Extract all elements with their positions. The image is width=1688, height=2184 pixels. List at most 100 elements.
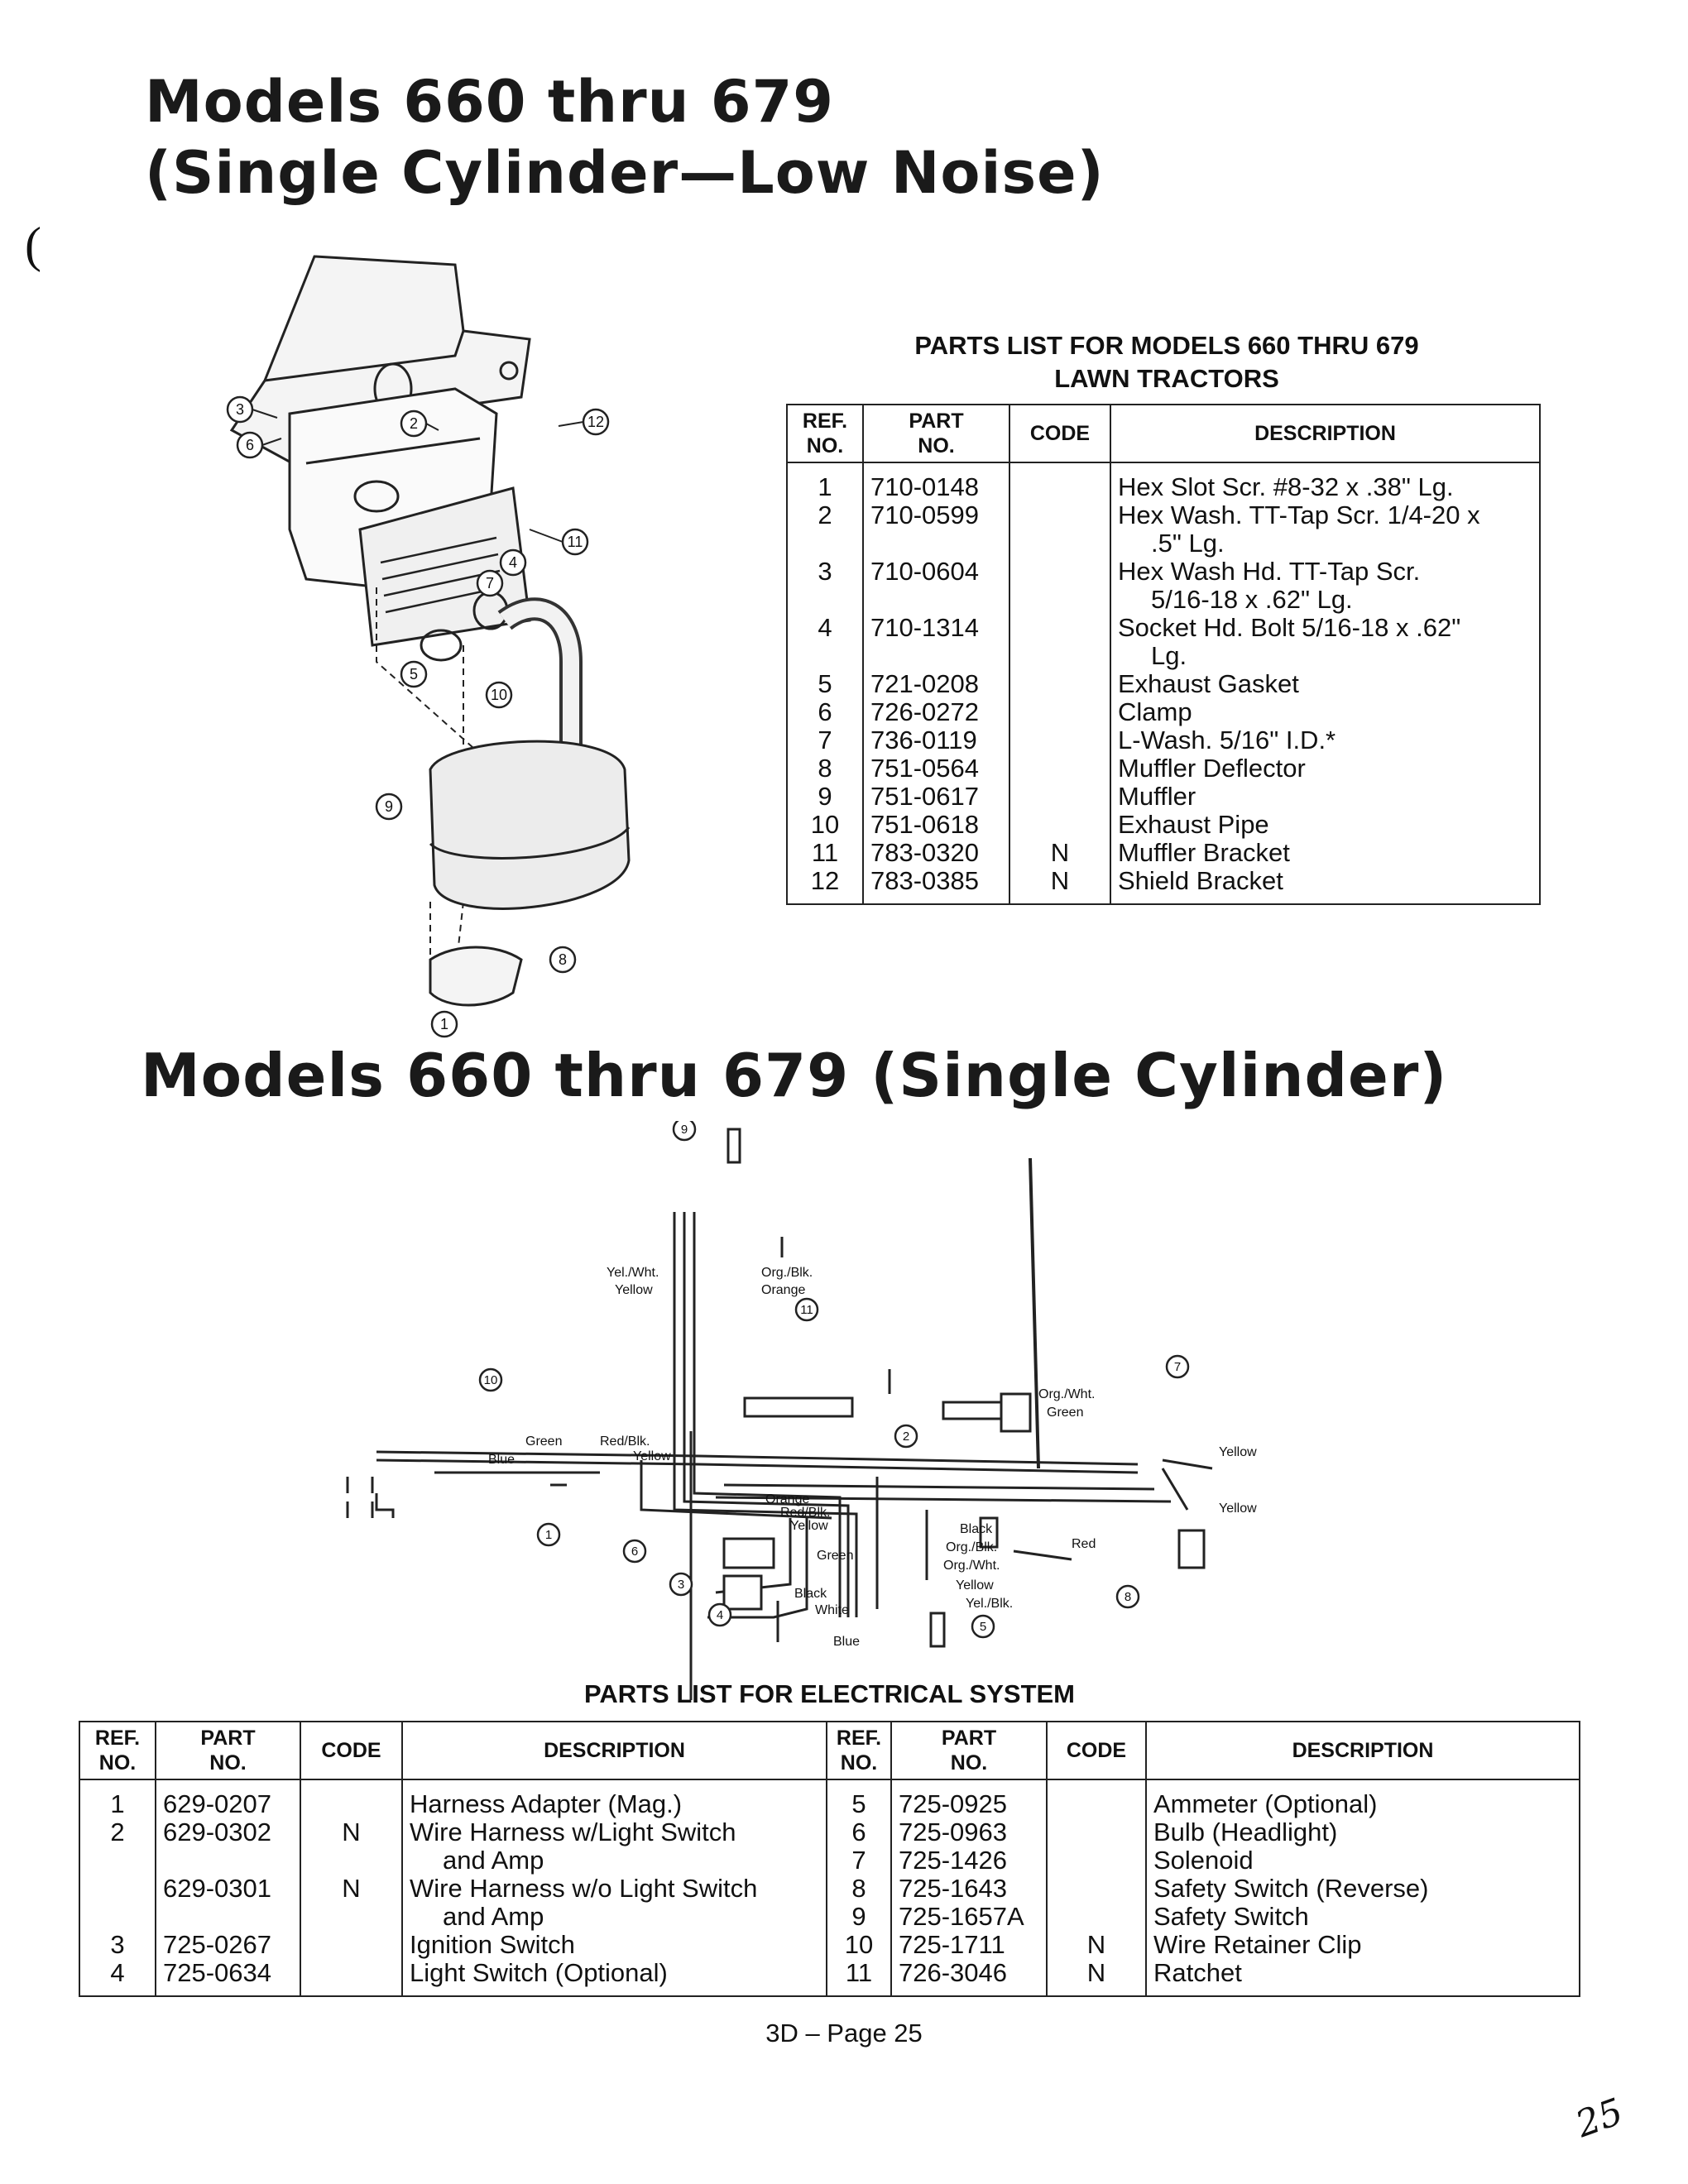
ref-no-cell: 3 [786, 558, 864, 614]
right-ref-no-cell: 5 [826, 1779, 892, 1818]
wire-label-yellow-right2: Yellow [1219, 1502, 1257, 1516]
description-line: Clamp [1118, 697, 1192, 726]
exhaust-parts-title-line1: PARTS LIST FOR MODELS 660 THRU 679 [914, 331, 1419, 360]
ref-no-cell: 2 [786, 501, 864, 558]
left-ref-no-cell [79, 1903, 156, 1931]
exhaust-callout-7: 7 [486, 575, 494, 592]
left-description-cell: and Amp [401, 1903, 827, 1931]
part-no-cell: 710-0604 [862, 558, 1010, 614]
wire-label-blue-left: Blue [488, 1453, 515, 1467]
header-ref-no: REF.NO. [786, 404, 864, 463]
right-part-no-cell: 725-1711 [890, 1931, 1048, 1959]
part-no-cell: 710-0599 [862, 501, 1010, 558]
wiring-callout-2: 2 [903, 1430, 909, 1444]
left-code-cell [300, 1779, 403, 1818]
part-no-cell: 783-0320 [862, 839, 1010, 867]
wire-label-yel-wht: Yel./Wht. [607, 1266, 659, 1280]
exhaust-exploded-diagram: 3 6 2 12 11 7 4 5 10 9 8 1 [226, 255, 631, 1038]
ref-no-cell: 11 [786, 839, 864, 867]
part-no-cell: 751-0564 [862, 754, 1010, 783]
header-description: DESCRIPTION [1110, 404, 1541, 463]
part-no-cell: 721-0208 [862, 670, 1010, 698]
code-cell: N [1009, 839, 1111, 867]
right-description-cell: Bulb (Headlight) [1145, 1818, 1580, 1846]
code-cell [1009, 811, 1111, 839]
code-cell: N [1009, 867, 1111, 905]
header-right-description: DESCRIPTION [1145, 1721, 1580, 1780]
description-continuation: Lg. [1151, 641, 1187, 670]
ref-no-cell: 1 [786, 462, 864, 501]
right-code-cell [1046, 1903, 1147, 1931]
wire-label-green-left: Green [525, 1434, 562, 1449]
part-no-cell: 751-0618 [862, 811, 1010, 839]
wiring-callout-1: 1 [545, 1528, 552, 1542]
left-ref-no-cell: 4 [79, 1959, 156, 1997]
electrical-parts-list-title: PARTS LIST FOR ELECTRICAL SYSTEM [583, 1679, 1076, 1708]
exhaust-callout-4: 4 [509, 554, 517, 571]
right-ref-no-cell: 7 [826, 1846, 892, 1875]
wiring-callout-8: 8 [1125, 1590, 1131, 1604]
description-line: Hex Wash. TT-Tap Scr. 1/4-20 x [1118, 500, 1480, 529]
description-line: Exhaust Gasket [1118, 669, 1299, 698]
left-part-no-cell: 725-0267 [155, 1931, 301, 1959]
wire-label-red-blk-mid: Red/Blk. [780, 1506, 830, 1520]
wire-label-yellow-right3: Yellow [956, 1578, 994, 1592]
ref-no-cell: 5 [786, 670, 864, 698]
wiring-callout-11: 11 [800, 1303, 813, 1317]
description-cell: Hex Slot Scr. #8-32 x .38" Lg. [1110, 462, 1541, 501]
left-code-cell [300, 1959, 403, 1997]
header-right-code: CODE [1046, 1721, 1147, 1780]
part-no-cell: 751-0617 [862, 783, 1010, 811]
right-ref-no-cell: 8 [826, 1875, 892, 1903]
description-line: Hex Slot Scr. #8-32 x .38" Lg. [1118, 472, 1454, 501]
description-cell: Exhaust Pipe [1110, 811, 1541, 839]
left-part-no-cell: 725-0634 [155, 1959, 301, 1997]
wiring-callout-5: 5 [980, 1620, 986, 1634]
description-line: Socket Hd. Bolt 5/16-18 x .62" [1118, 613, 1461, 642]
header-left-description: DESCRIPTION [401, 1721, 827, 1780]
right-code-cell [1046, 1779, 1147, 1818]
left-code-cell [300, 1931, 403, 1959]
description-continuation: 5/16-18 x .62" Lg. [1151, 585, 1353, 614]
code-cell [1009, 614, 1111, 670]
left-description-cell: Light Switch (Optional) [401, 1959, 827, 1997]
exhaust-parts-list-title: PARTS LIST FOR MODELS 660 THRU 679 LAWN … [786, 329, 1547, 395]
code-cell [1009, 754, 1111, 783]
ref-no-cell: 8 [786, 754, 864, 783]
wire-label-org-blk-top: Org./Blk. [761, 1266, 813, 1280]
exhaust-title-line2: (Single Cylinder—Low Noise) [145, 139, 1105, 207]
description-cell: Muffler Deflector [1110, 754, 1541, 783]
exhaust-callout-6: 6 [246, 437, 254, 453]
right-description-cell: Safety Switch [1145, 1903, 1580, 1931]
right-ref-no-cell: 11 [826, 1959, 892, 1997]
exhaust-parts-title-line2: LAWN TRACTORS [1054, 364, 1279, 393]
part-no-cell: 710-0148 [862, 462, 1010, 501]
exhaust-callout-10: 10 [491, 687, 507, 703]
wire-label-white: White [815, 1603, 849, 1617]
description-cell: Clamp [1110, 697, 1541, 726]
right-part-no-cell: 726-3046 [890, 1959, 1048, 1997]
description-line: Hex Wash Hd. TT-Tap Scr. [1118, 557, 1421, 586]
wire-label-black-right: Black [960, 1522, 993, 1536]
left-part-no-cell: 629-0301 [155, 1875, 301, 1903]
right-code-cell: N [1046, 1959, 1147, 1997]
left-part-no-cell [155, 1903, 301, 1931]
code-cell [1009, 670, 1111, 698]
right-description-cell: Ammeter (Optional) [1145, 1779, 1580, 1818]
left-part-no-cell: 629-0302 [155, 1818, 301, 1846]
wire-label-org-wht-right: Org./Wht. [943, 1559, 1000, 1573]
wire-label-black-center: Black [794, 1587, 827, 1601]
right-description-cell: Ratchet [1145, 1959, 1580, 1997]
left-code-cell: N [300, 1875, 403, 1903]
